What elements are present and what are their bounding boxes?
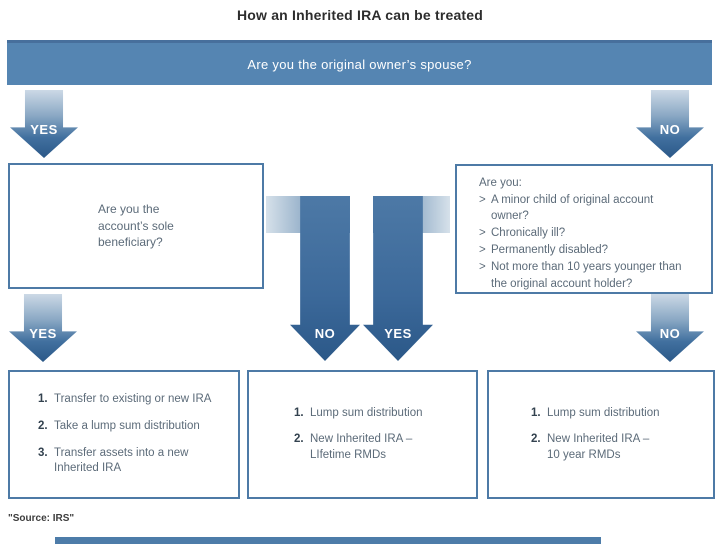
eligibility-item-text: Chronically ill?: [491, 227, 566, 240]
option-text: Transfer assets into a new Inherited IRA: [54, 446, 189, 475]
eligibility-item: > Not more than 10 years younger than th…: [479, 259, 699, 291]
no-arrow-label: NO: [659, 121, 681, 137]
chevron-bullet-icon: >: [479, 244, 486, 257]
option-text: Take a lump sum distribution: [54, 419, 200, 432]
eligibility-intro: Are you:: [479, 177, 522, 189]
non-sole-options-box: 1. Lump sum distribution 2. New Inherite…: [247, 370, 478, 499]
yes-arrow-top-left: YES: [10, 90, 78, 158]
option-item: 2. Take a lump sum distribution: [38, 419, 238, 435]
spouse-options-box: 1. Transfer to existing or new IRA 2. Ta…: [8, 370, 240, 499]
eligibility-item: > A minor child of original account owne…: [479, 192, 699, 224]
no-elbow-label: NO: [314, 326, 336, 341]
sole-beneficiary-box: Are you the account’s sole beneficiary?: [8, 163, 264, 289]
spouse-question-text: Are you the original owner’s spouse?: [247, 56, 472, 72]
spouse-question-banner: Are you the original owner’s spouse?: [7, 40, 712, 85]
option-number: 1.: [38, 393, 48, 406]
chevron-bullet-icon: >: [479, 261, 486, 274]
eligibility-box: Are you: > A minor child of original acc…: [455, 164, 713, 294]
eligibility-list: > A minor child of original account owne…: [479, 192, 699, 292]
option-item: 1. Lump sum distribution: [294, 406, 476, 422]
no-elbow-arrow: [290, 196, 360, 361]
chevron-bullet-icon: >: [479, 194, 486, 207]
option-number: 1.: [294, 406, 304, 419]
option-item: 3. Transfer assets into a new Inherited …: [38, 446, 238, 477]
option-item: 1. Lump sum distribution: [531, 406, 713, 422]
non-eligible-options-box: 1. Lump sum distribution 2. New Inherite…: [487, 370, 715, 499]
eligibility-item-text: Permanently disabled?: [491, 244, 608, 257]
option-text: Lump sum distribution: [310, 406, 423, 419]
yes-arrow-bottom-left: YES: [9, 294, 77, 362]
no-arrow-bottom-right: NO: [636, 294, 704, 362]
option-number: 2.: [531, 433, 541, 446]
footer-accent-bar: [55, 537, 601, 544]
yes-arrow-label: YES: [30, 121, 58, 137]
option-number: 2.: [38, 419, 48, 432]
eligibility-item-text: A minor child of original account owner?: [491, 194, 654, 223]
eligibility-item-text: Not more than 10 years younger than the …: [491, 261, 682, 290]
yes-elbow-label: YES: [384, 326, 412, 341]
option-item: 2. New Inherited IRA – 10 year RMDs: [531, 432, 713, 463]
eligibility-item: > Permanently disabled?: [479, 242, 699, 258]
source-attribution: "Source: IRS": [8, 513, 75, 524]
yes-elbow-arrow: [363, 196, 433, 361]
option-text: New Inherited IRA – 10 year RMDs: [547, 433, 650, 461]
option-number: 3.: [38, 446, 48, 459]
eligibility-item: > Chronically ill?: [479, 225, 699, 241]
option-number: 1.: [531, 406, 541, 419]
option-item: 1. Transfer to existing or new IRA: [38, 392, 238, 408]
chevron-bullet-icon: >: [479, 227, 486, 240]
option-number: 2.: [294, 433, 304, 446]
option-text: New Inherited IRA – LIfetime RMDs: [310, 433, 413, 461]
option-text: Lump sum distribution: [547, 406, 660, 419]
option-text: Transfer to existing or new IRA: [54, 393, 212, 406]
option-item: 2. New Inherited IRA – LIfetime RMDs: [294, 432, 476, 463]
yes-arrow-label: YES: [29, 325, 57, 341]
no-arrow-top-right: NO: [636, 90, 704, 158]
sole-beneficiary-question: Are you the account’s sole beneficiary?: [98, 201, 174, 250]
diagram-title: How an Inherited IRA can be treated: [236, 7, 484, 23]
no-arrow-label: NO: [659, 325, 681, 341]
